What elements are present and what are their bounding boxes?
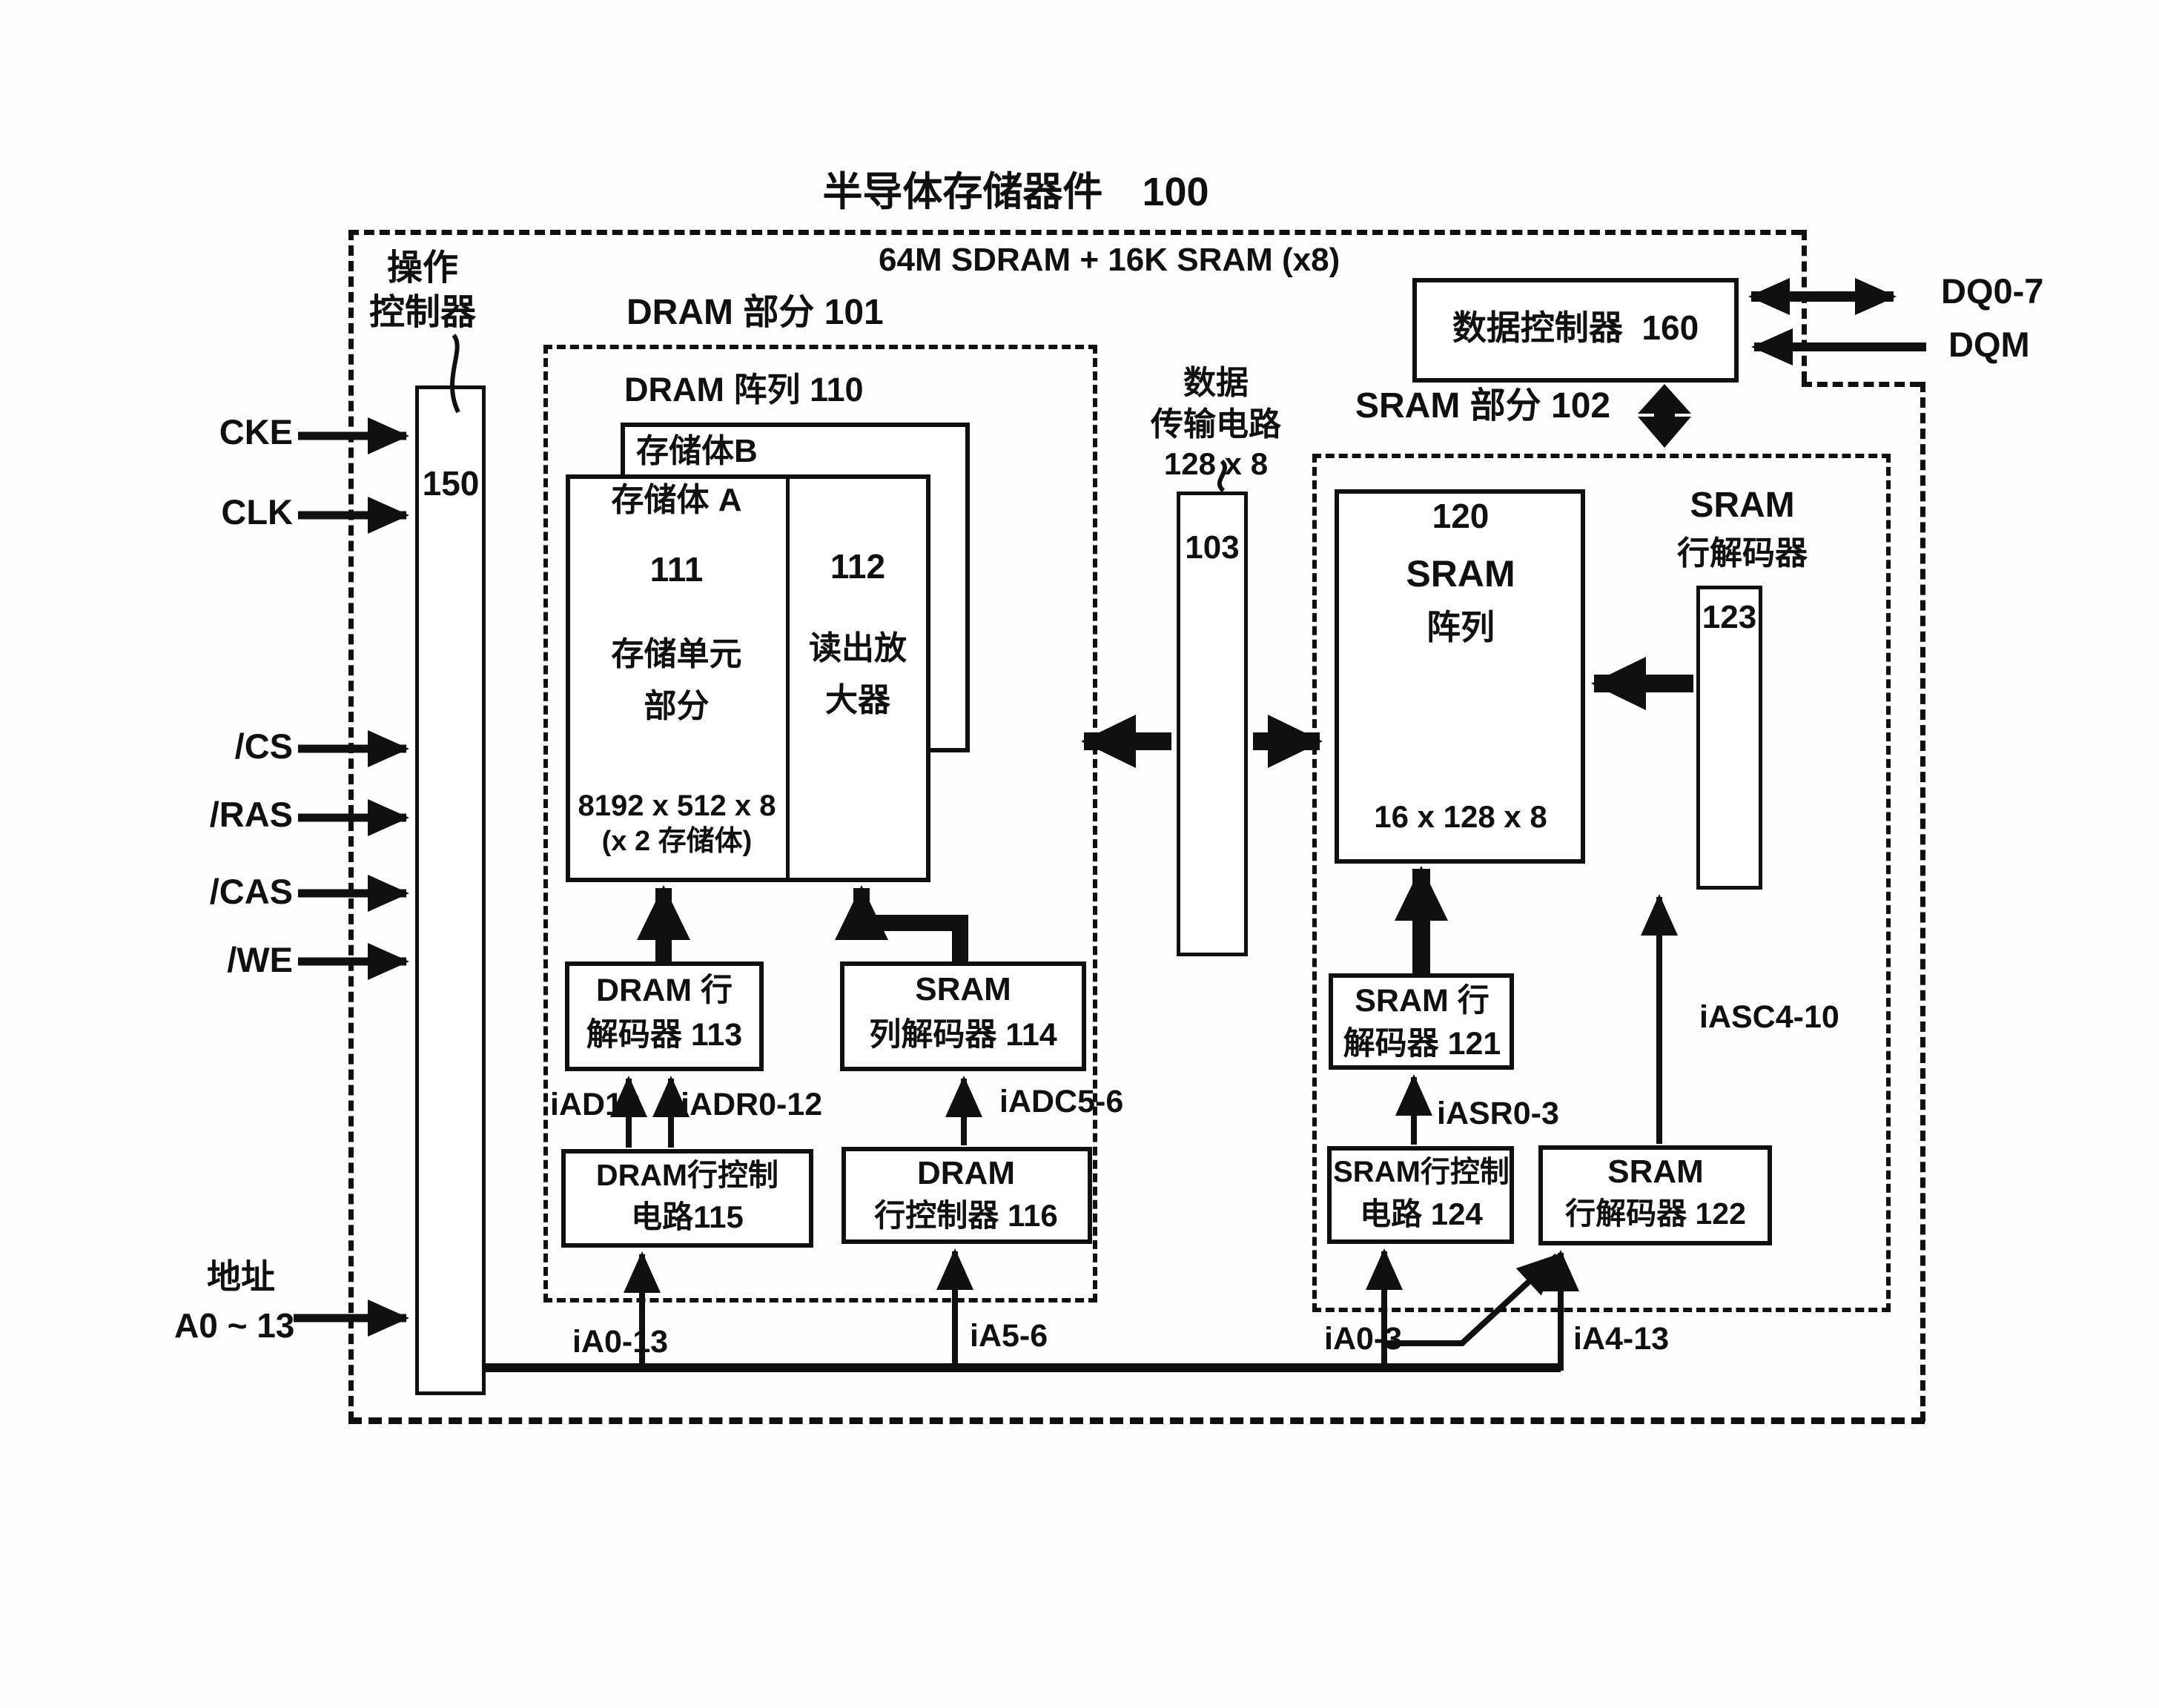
- ia0-13-label: iA0-13: [572, 1324, 669, 1360]
- data-controller-box: [1412, 278, 1739, 383]
- sram-row-decoder121-label-2: 解码器 121: [1343, 1026, 1501, 1062]
- dram-row-control-box: [561, 1149, 813, 1248]
- cs-label: /CS: [234, 726, 293, 766]
- sram-row-control-label-2: 电路 124: [1360, 1196, 1483, 1231]
- transfer-label-1: 数据: [1183, 365, 1249, 401]
- ia0-3-branch-arrow: [1384, 1254, 1559, 1346]
- sram-row-decoder121-label-1: SRAM 行: [1355, 983, 1490, 1019]
- sram-size-label: 16 x 128 x 8: [1374, 799, 1547, 834]
- sram-row-dec-caption-1: SRAM: [1690, 486, 1795, 525]
- controller-leader-line: [450, 334, 460, 414]
- transfer-ref: 103: [1185, 529, 1240, 566]
- dram-section-label: DRAM 部分 101: [626, 293, 884, 332]
- ia0-3-label: iA0-3: [1324, 1321, 1403, 1357]
- op-controller-label-1: 操作: [386, 248, 458, 288]
- sram-column-decoder-box: [840, 961, 1086, 1071]
- sram-row-decoder-122-box: [1538, 1145, 1772, 1245]
- senseamp-label-1: 读出放: [809, 630, 907, 666]
- sram-row-dec-ref: 123: [1702, 599, 1757, 635]
- we-label: /WE: [227, 940, 293, 979]
- bank-a-label: 存储体 A: [611, 482, 742, 518]
- transfer-leader-line: [1217, 459, 1228, 493]
- sram-array-label-1: SRAM: [1406, 553, 1515, 595]
- dram-size-1: 8192 x 512 x 8: [578, 790, 776, 822]
- figure-title: 半导体存储器件 100: [822, 170, 1209, 214]
- ia5-6-label: iA5-6: [970, 1318, 1048, 1354]
- dram-size-2: (x 2 存储体): [601, 826, 753, 857]
- op-controller-ref: 150: [422, 464, 480, 503]
- sram-row-dec-caption-2: 行解码器: [1677, 535, 1808, 572]
- address-label-1: 地址: [207, 1257, 275, 1296]
- sram-array-ref: 120: [1432, 497, 1490, 535]
- data-controller-ref: 160: [1641, 308, 1699, 347]
- transfer-label-3: 128 x 8: [1163, 446, 1269, 481]
- sram-section-border: [1312, 454, 1891, 1312]
- dram-row-decoder-label-2: 解码器 113: [586, 1017, 743, 1053]
- iasc4-10-label: iASC4-10: [1699, 999, 1839, 1035]
- sram-row-control-label-1: SRAM行控制: [1333, 1156, 1510, 1188]
- iasr0-3-label: iASR0-3: [1437, 1096, 1559, 1131]
- senseamp-label-2: 大器: [825, 682, 890, 718]
- operation-controller-box: [415, 385, 486, 1395]
- data-controller-name: 数据控制器: [1452, 308, 1623, 347]
- dram-row-controller-label-1: DRAM: [917, 1155, 1015, 1191]
- sram-row-decoder122-label-2: 行解码器 122: [1565, 1196, 1746, 1231]
- dq-label: DQ0-7: [1941, 271, 2044, 311]
- dqm-label: DQM: [1948, 325, 2030, 364]
- op-controller-label-2: 控制器: [368, 293, 476, 332]
- dram-row-control-label-1: DRAM行控制: [596, 1158, 778, 1192]
- iad13-label: iAD13: [550, 1087, 641, 1122]
- data-transfer-box: [1177, 491, 1248, 956]
- address-label-2: A0 ~ 13: [174, 1306, 295, 1345]
- cell-label-2: 部分: [644, 688, 710, 724]
- outer-border-left: [348, 230, 354, 1422]
- sram-col-decode-arrow: [835, 885, 968, 966]
- ia4-13-label: iA4-13: [1573, 1321, 1670, 1357]
- cell-label-1: 存储单元: [611, 636, 742, 672]
- dram-row-controller-box: [842, 1147, 1092, 1244]
- sram-array-box: [1335, 489, 1585, 864]
- bank-b-label: 存储体B: [636, 433, 758, 469]
- dram-section-border: [543, 345, 1097, 1302]
- sram-row-control-box: [1327, 1146, 1514, 1244]
- transfer-label-2: 传输电路: [1151, 406, 1281, 443]
- sram-section-label: SRAM 部分 102: [1355, 386, 1611, 426]
- ras-label: /RAS: [209, 795, 293, 834]
- sram-row-decoder122-label-1: SRAM: [1607, 1153, 1704, 1190]
- outer-border-jog: [1802, 382, 1920, 387]
- sram-col-decoder-label-1: SRAM: [915, 971, 1011, 1007]
- iadr0-12-label: iADR0-12: [681, 1087, 823, 1122]
- senseamp-ref: 112: [830, 547, 886, 586]
- dram-bank-a-box: [566, 474, 930, 882]
- dram-row-decoder-label-1: DRAM 行: [596, 973, 733, 1008]
- sram-row-decoder-123-box: [1696, 586, 1762, 890]
- controller-sram-bidir-arrow: [1638, 384, 1691, 448]
- bank-a-senseamp-divider: [786, 479, 790, 878]
- outer-border-right-lower: [1920, 382, 1925, 1422]
- sram-array-label-2: 阵列: [1426, 608, 1495, 646]
- outer-border-bottom: [348, 1417, 1925, 1424]
- outer-border-top: [348, 230, 1802, 235]
- bank-a-ref: 111: [649, 550, 704, 589]
- sram-col-decoder-label-2: 列解码器 114: [869, 1017, 1057, 1053]
- cke-label: CKE: [219, 412, 293, 451]
- dram-row-controller-label-2: 行控制器 116: [874, 1198, 1058, 1233]
- data-controller-label: 数据控制器 160: [1427, 308, 1724, 348]
- dram-array-label: DRAM 阵列 110: [624, 371, 864, 408]
- clk-label: CLK: [221, 492, 293, 532]
- iadc5-6-label: iADC5-6: [999, 1084, 1124, 1119]
- dram-row-control-label-2: 电路115: [631, 1199, 744, 1234]
- cas-label: /CAS: [209, 872, 293, 911]
- figure-subtitle: 64M SDRAM + 16K SRAM (x8): [879, 242, 1340, 278]
